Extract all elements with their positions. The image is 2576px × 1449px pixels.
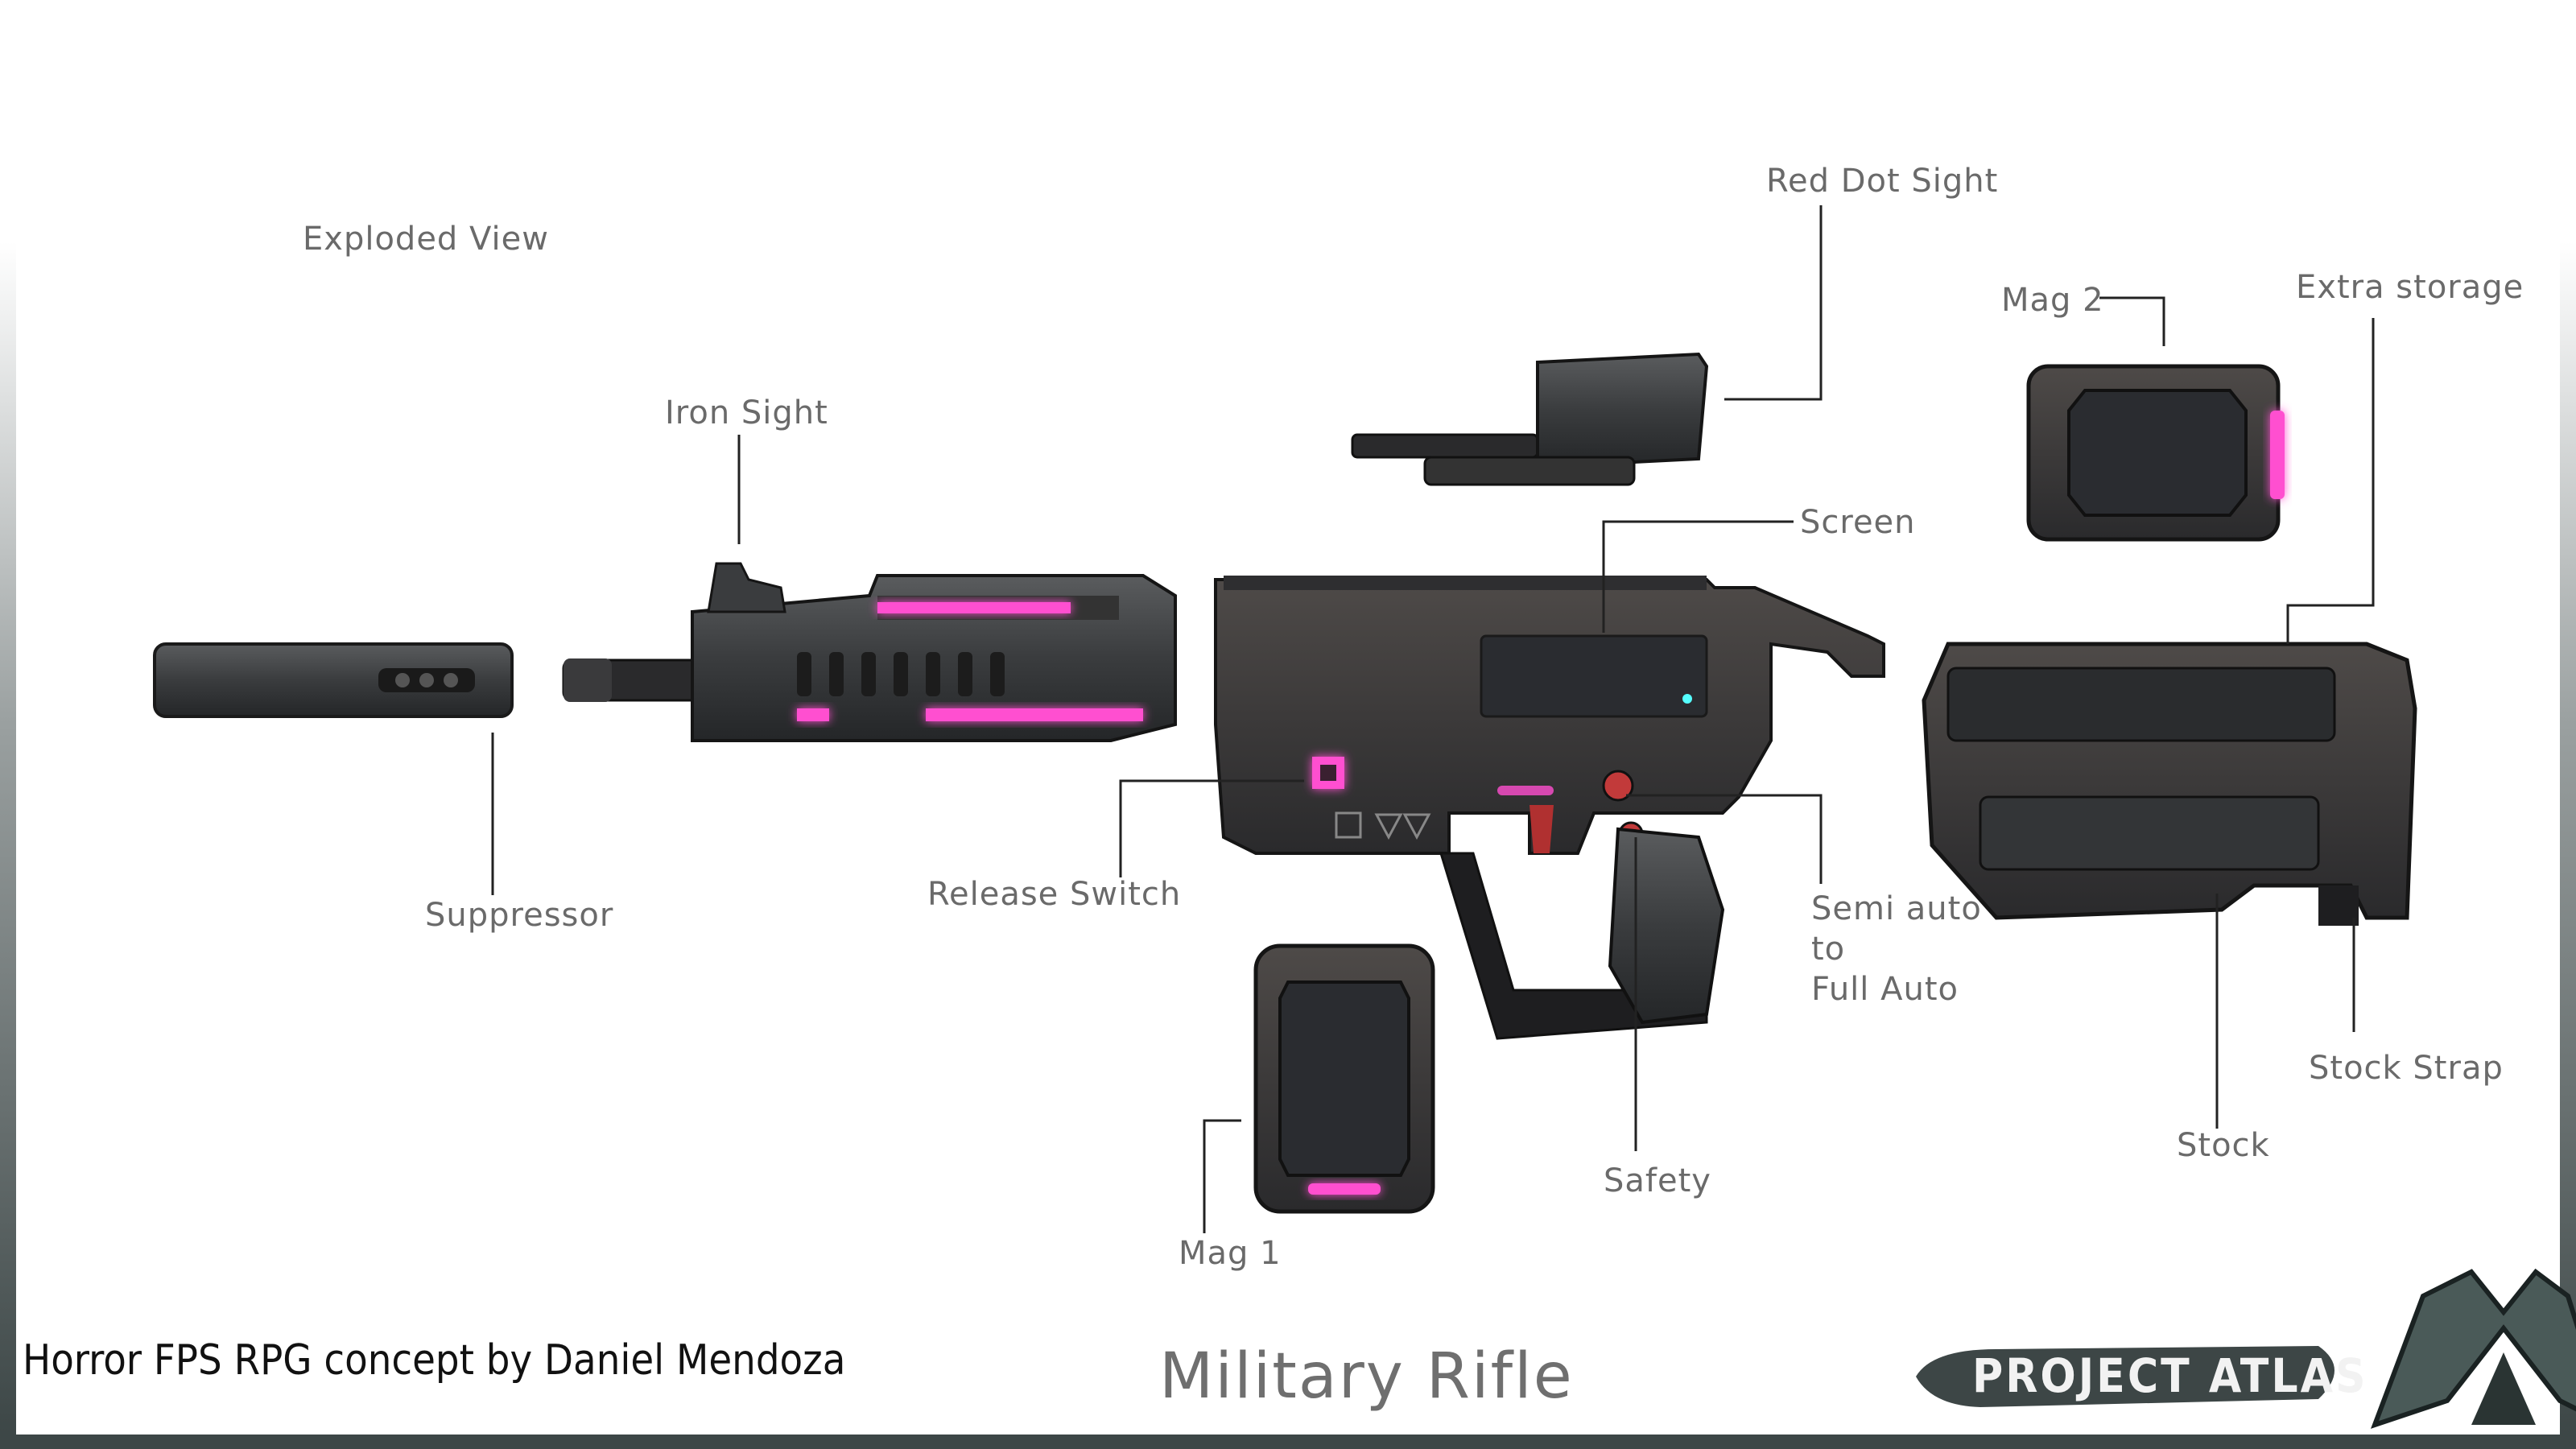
bottom-frame-edge (0, 1435, 2576, 1449)
left-frame-edge (0, 242, 16, 1449)
screen-label: Screen (1800, 504, 1916, 541)
page-title: Military Rifle (1159, 1340, 1574, 1413)
suppressor-label: Suppressor (425, 897, 614, 934)
safety-label: Safety (1604, 1162, 1711, 1199)
handguard-part (691, 562, 1177, 742)
atlas-emblem-icon (2370, 1268, 2576, 1429)
stock-label: Stock (2177, 1127, 2270, 1164)
release-switch-label: Release Switch (927, 876, 1182, 913)
project-atlas-banner (1916, 1346, 2334, 1407)
mag-1-part (1253, 943, 1435, 1214)
exploded-view-label: Exploded View (303, 221, 549, 258)
stock-part (1922, 642, 2417, 926)
callout-lines (491, 205, 2375, 1233)
extra-storage-label: Extra storage (2296, 269, 2524, 306)
right-frame-edge (2560, 242, 2576, 1449)
barrel-part (562, 658, 710, 702)
suppressor-part (153, 642, 514, 718)
semi-full-auto-label: Semi auto to Full Auto (1811, 890, 1982, 1008)
mag-2-label: Mag 2 (2001, 282, 2104, 319)
receiver-part (1214, 576, 1885, 1040)
red-dot-sight-label: Red Dot Sight (1766, 163, 1999, 200)
mag-2-part (2026, 364, 2285, 542)
credit-text: Horror FPS RPG concept by Daniel Mendoza (23, 1336, 846, 1385)
mag-1-label: Mag 1 (1179, 1235, 1282, 1272)
brand-name: PROJECT ATLAS (1972, 1348, 2368, 1403)
stock-strap-label: Stock Strap (2309, 1050, 2504, 1087)
iron-sight-label: Iron Sight (665, 394, 828, 431)
red-dot-sight-part (1351, 352, 1709, 486)
